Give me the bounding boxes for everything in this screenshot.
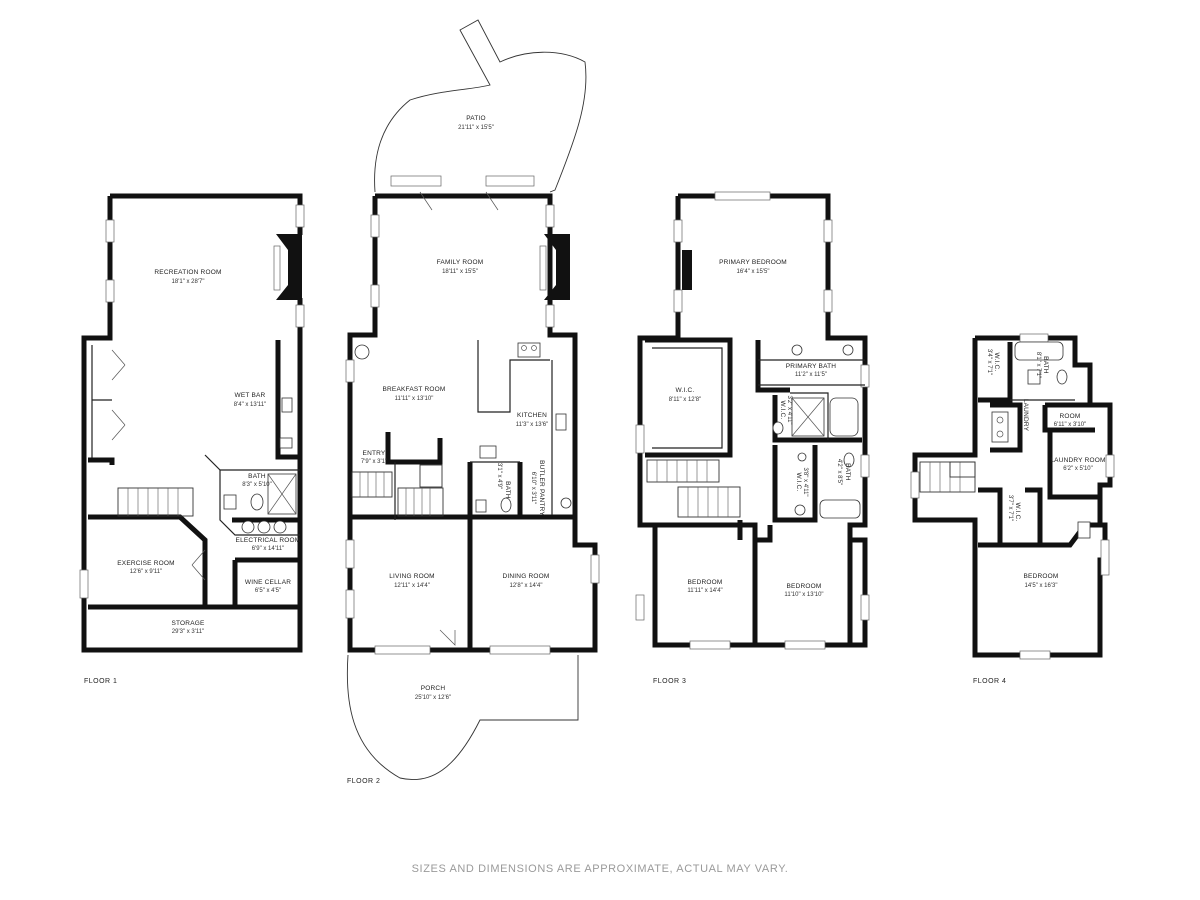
room-name: BUTLER PANTRY xyxy=(538,460,545,516)
room-dimensions: 8'4" x 13'11" xyxy=(234,402,266,408)
floor-label: FLOOR 1 xyxy=(84,678,117,685)
room-name: BEDROOM xyxy=(1024,573,1059,580)
room-name: RECREATION ROOM xyxy=(154,269,221,276)
room-name: DINING ROOM xyxy=(503,573,550,580)
room-dimensions: 11'11" x 13'10" xyxy=(395,396,434,402)
room-name: W.I.C. xyxy=(676,387,695,394)
room-dimensions: 18'1" x 28'7" xyxy=(172,279,205,285)
room-dimensions: 3'4" x 7'1" xyxy=(986,349,992,375)
fireplace-icon xyxy=(276,234,302,300)
room-dimensions: 29'3" x 3'11" xyxy=(172,629,204,635)
room-dimensions: 7'9" x 3'1" xyxy=(361,459,387,465)
floor-label: FLOOR 3 xyxy=(653,678,686,685)
room-dimensions: 11'10" x 13'10" xyxy=(784,592,823,598)
room-name: LAUNDRY xyxy=(1022,399,1029,432)
room-name: PORCH xyxy=(421,685,446,692)
porch-outline xyxy=(346,654,579,781)
room-name: STORAGE xyxy=(171,620,205,627)
room-name: ROOM xyxy=(1059,413,1080,420)
room-dimensions: 6'9" x 14'11" xyxy=(252,546,284,552)
room-dimensions: 11'3" x 13'6" xyxy=(516,422,548,428)
room-name: PRIMARY BATH xyxy=(786,363,837,370)
room-dimensions: 25'10" x 12'6" xyxy=(415,695,451,701)
room-dimensions: 6'10" x 3'11" xyxy=(530,472,536,504)
room-dimensions: 18'11" x 15'5" xyxy=(442,269,478,275)
fireplace-icon xyxy=(544,234,570,300)
room-name: BEDROOM xyxy=(787,583,822,590)
room-name: BATH xyxy=(504,481,511,499)
room-name: W.I.C. xyxy=(993,353,1000,372)
room-name: W.I.C. xyxy=(1014,503,1021,522)
room-name: WINE CELLAR xyxy=(245,579,291,586)
room-name: EXERCISE ROOM xyxy=(117,560,175,567)
room-dimensions: 6'2" x 5'10" xyxy=(1063,466,1093,472)
room-dimensions: 21'11" x 15'5" xyxy=(458,125,494,131)
room-name: W.I.C. xyxy=(779,401,786,420)
room-name: BATH xyxy=(248,473,266,480)
room-dimensions: 8'11" x 12'8" xyxy=(669,397,701,403)
room-dimensions: 4'2" x 8'5" xyxy=(836,459,842,485)
room-name: LIVING ROOM xyxy=(389,573,435,580)
room-dimensions: 3'1" x 4'9" xyxy=(496,463,502,489)
room-dimensions: 12'11" x 14'4" xyxy=(394,583,430,589)
room-dimensions: 12'6" x 9'11" xyxy=(130,569,162,575)
room-dimensions: 14'5" x 16'3" xyxy=(1025,583,1058,589)
fireplace-icon xyxy=(682,250,692,290)
room-dimensions: 3'2" x 4'11" xyxy=(786,395,792,424)
room-name: PRIMARY BEDROOM xyxy=(719,259,787,266)
room-dimensions: 3'8" x 4'11" xyxy=(802,467,808,496)
room-dimensions: 11'2" x 11'5" xyxy=(795,372,827,378)
room-name: BREAKFAST ROOM xyxy=(383,386,446,393)
room-name: ENTRY xyxy=(363,450,386,457)
disclaimer-text: SIZES AND DIMENSIONS ARE APPROXIMATE, AC… xyxy=(412,863,789,875)
room-dimensions: 8'1" x 7'1" xyxy=(1035,352,1041,378)
room-name: FAMILY ROOM xyxy=(437,259,484,266)
room-dimensions: 11'11" x 14'4" xyxy=(687,588,722,594)
floor-label: FLOOR 4 xyxy=(973,678,1006,685)
room-name: KITCHEN xyxy=(517,412,547,419)
floor-1-plan: RECREATION ROOM 18'1" x 28'7" WET BAR 8'… xyxy=(79,193,305,685)
room-dimensions: 3'7" x 7'1" xyxy=(1007,495,1013,521)
floor-2-plan: PATIO 21'11" x 15'5" FAMILY ROOM 18'11" … xyxy=(345,19,600,785)
room-dimensions: 6'5" x 4'5" xyxy=(255,588,281,594)
room-name: BATH xyxy=(844,463,851,481)
room-name: LAUNDRY ROOM xyxy=(1050,457,1105,464)
floor-label: FLOOR 2 xyxy=(347,778,380,785)
room-dimensions: 8'3" x 5'10" xyxy=(242,482,272,488)
patio-outline xyxy=(374,19,587,193)
room-dimensions: 16'4" x 15'5" xyxy=(737,269,770,275)
room-name: PATIO xyxy=(466,115,486,122)
room-name: BATH xyxy=(1042,356,1049,374)
room-dimensions: 6'11" x 3'10" xyxy=(1054,422,1086,428)
room-dimensions: 12'8" x 14'4" xyxy=(510,583,543,589)
floor-3-plan: PRIMARY BEDROOM 16'4" x 15'5" W.I.C. 8'1… xyxy=(635,191,870,685)
floor-4-plan: W.I.C. 3'4" x 7'1" BATH 8'1" x 7'1" LAUN… xyxy=(910,333,1115,685)
room-name: WET BAR xyxy=(235,392,266,399)
room-name: W.I.C. xyxy=(795,473,802,492)
room-name: ELECTRICAL ROOM xyxy=(236,537,301,544)
room-name: BEDROOM xyxy=(688,579,723,586)
